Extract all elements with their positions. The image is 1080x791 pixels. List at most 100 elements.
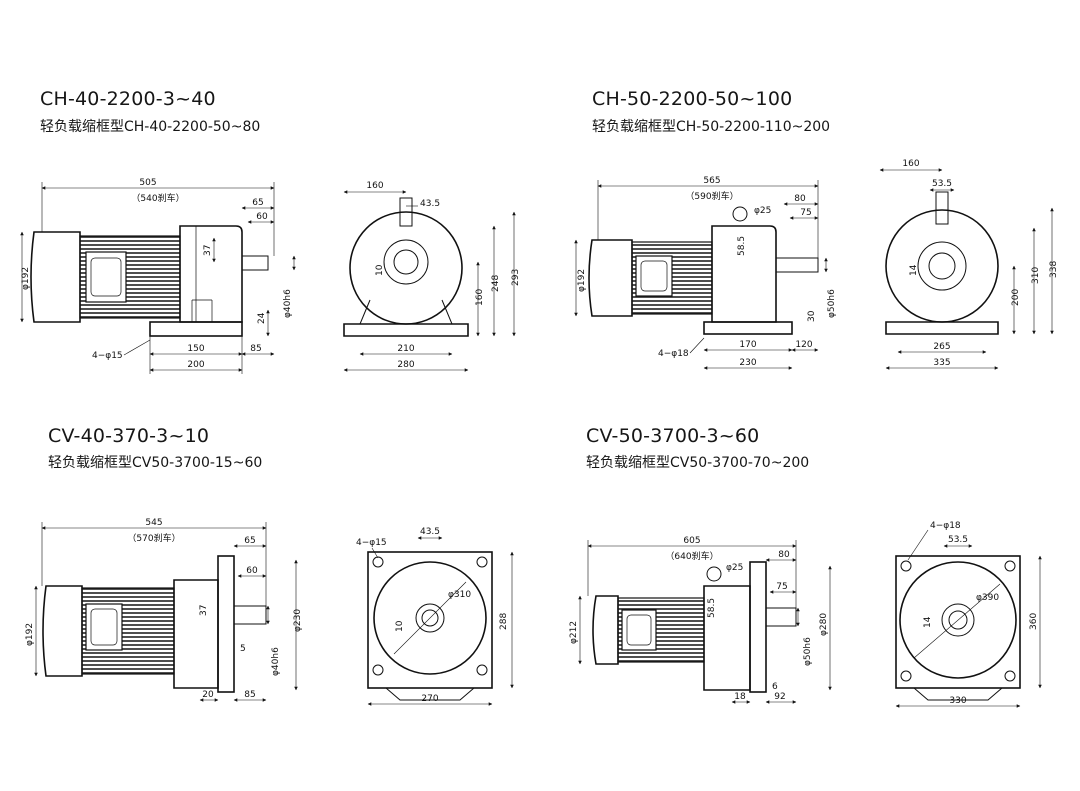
gear-housing: [173, 579, 219, 689]
ch40-dim-dia192: φ192: [21, 267, 31, 290]
output-shaft: [241, 255, 269, 271]
mounting-flange: [749, 561, 767, 693]
ch50-dim-265: 265: [933, 342, 950, 352]
ch50-dim-200: 200: [1011, 289, 1021, 306]
ch40-dim-248: 248: [491, 275, 501, 292]
mount-hole: [476, 556, 488, 568]
ch50-dim-310: 310: [1031, 267, 1041, 284]
front-base: [343, 323, 469, 337]
ch40-model-title: CH-40-2200-3~40: [40, 88, 216, 110]
ch40-dim-85: 85: [250, 344, 261, 354]
ch50-dim-80: 80: [794, 194, 806, 204]
ch40-dim-overall: 505: [139, 178, 156, 188]
ch40-dim-200: 200: [187, 360, 204, 370]
ch40-dim-160h: 160: [475, 289, 485, 306]
ch50-dim-overall: 565: [703, 176, 720, 186]
output-shaft: [233, 605, 267, 625]
terminal-box: [635, 255, 673, 297]
square-flange: [367, 551, 493, 689]
mount-hole: [372, 556, 384, 568]
cv40-front-view: 4−φ15 43.5 φ310 10 288 270: [356, 527, 514, 706]
cv40-dim-43-5: 43.5: [420, 527, 440, 537]
cv50-dim-phi390: φ390: [976, 593, 999, 603]
ch50-dim-dia192: φ192: [577, 269, 587, 292]
gear-housing: [179, 225, 243, 323]
cv40-dim-dia192: φ192: [25, 623, 35, 646]
ch40-dim-10: 10: [375, 264, 385, 276]
cv40-model-subtitle: 轻负载缩框型CV50-3700-15~60: [48, 455, 263, 471]
cv40-dim-270: 270: [421, 694, 438, 704]
ch40-dim-holes: 4−φ15: [92, 351, 123, 361]
mount-hole: [900, 670, 912, 682]
cv40-dim-230: φ230: [293, 609, 303, 632]
cv40-dim-85: 85: [244, 690, 255, 700]
ch40-dim-293: 293: [511, 269, 521, 286]
cv50-dim-18: 18: [734, 692, 746, 702]
ch40-dim-160w: 160: [366, 181, 383, 191]
mount-hole: [1004, 560, 1016, 572]
ch50-dim-230: 230: [739, 358, 756, 368]
ch50-dim-holes: 4−φ18: [658, 349, 689, 359]
ch50-dim-53-5: 53.5: [932, 179, 952, 189]
cv50-dim-6: 6: [772, 682, 778, 692]
flange-circle: [899, 561, 1017, 679]
base-foot: [149, 321, 243, 337]
cv40-dim-phi310: φ310: [448, 590, 471, 600]
ch50-dim-overall-brake: （590刹车）: [685, 190, 738, 202]
cv40-dim-65: 65: [244, 536, 255, 546]
ch50-dim-shaft: φ50h6: [827, 289, 837, 318]
cv40-dim-holes: 4−φ15: [356, 538, 387, 548]
output-shaft: [765, 607, 797, 627]
gear-housing: [711, 225, 777, 323]
ch40-dim-150: 150: [187, 344, 204, 354]
ch50-dim-335: 335: [933, 358, 950, 368]
ch40-dim-60: 60: [256, 212, 268, 222]
cv50-dim-80: 80: [778, 550, 790, 560]
ch50-dim-14: 14: [909, 264, 919, 276]
flange-circle: [373, 561, 487, 675]
ch50-side-view: 565 （590刹车） 80 75 φ25 58.5 φ192 φ50h6 30…: [574, 176, 837, 370]
ch40-dim-43-5: 43.5: [420, 199, 440, 209]
motor-end-cap: [30, 231, 81, 323]
cv50-dim-280: φ280: [819, 613, 829, 636]
cv40-dim-5: 5: [240, 644, 246, 654]
cv50-model-title: CV-50-3700-3~60: [586, 425, 760, 447]
motor-end-cap: [592, 595, 619, 665]
output-shaft: [775, 257, 819, 273]
motor-end-cap: [42, 585, 83, 677]
cv40-model-title: CV-40-370-3~10: [48, 425, 210, 447]
cv50-dim-holes: 4−φ18: [930, 521, 961, 531]
cv40-dim-37: 37: [199, 605, 209, 616]
ch40-model-subtitle: 轻负载缩框型CH-40-2200-50~80: [40, 119, 261, 135]
cv40-side-view: 545 （570刹车） 65 60 37 φ192 φ230 φ40h6 5 2…: [25, 518, 303, 702]
eye-bolt: [706, 566, 722, 582]
cv50-dim-53-5: 53.5: [948, 535, 968, 545]
eye-bolt: [399, 197, 413, 227]
cv50-dim-360: 360: [1029, 613, 1039, 630]
ch40-dim-37: 37: [203, 245, 213, 256]
cv50-dim-14: 14: [923, 616, 933, 628]
ch50-model-title: CH-50-2200-50~100: [592, 88, 793, 110]
cv50-dim-75: 75: [776, 582, 787, 592]
ch40-side-view: 505 （540刹车） 65 60 37 φ192 φ40h6 24 4−φ15…: [20, 178, 296, 374]
cv40-dim-60: 60: [246, 566, 258, 576]
cv50-front-view: 4−φ18 53.5 φ390 14 360 330: [895, 521, 1042, 708]
ch40-dim-280: 280: [397, 360, 414, 370]
cv50-dim-phi25: φ25: [726, 563, 743, 573]
mount-hole: [1004, 670, 1016, 682]
eye-bolt: [935, 191, 949, 225]
motor-end-cap: [588, 239, 633, 317]
ch50-dim-338: 338: [1049, 261, 1059, 278]
gear-housing-circle: [885, 209, 999, 323]
ch40-dim-65: 65: [252, 198, 263, 208]
cv40-dim-overall-brake: （570刹车）: [127, 532, 180, 544]
cv50-dim-overall: 605: [683, 536, 700, 546]
cv40-dim-shaft: φ40h6: [271, 647, 281, 676]
ch40-dim-24: 24: [257, 312, 267, 324]
cv50-dim-92: 92: [774, 692, 785, 702]
mount-hole: [900, 560, 912, 572]
front-base: [885, 321, 999, 335]
ch50-dim-75: 75: [800, 208, 811, 218]
ch50-front-view: 160 53.5 14 310 338 200 265 335: [879, 159, 1059, 370]
